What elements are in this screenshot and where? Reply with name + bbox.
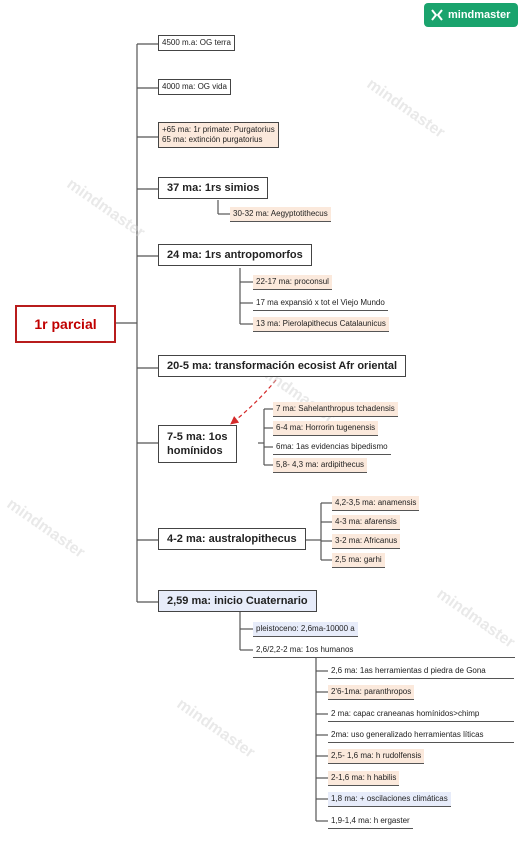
sub-capac-craneanas[interactable]: 2 ma: capac craneanas homínidos>chimp — [328, 707, 514, 722]
logo-text: mindmaster — [448, 9, 511, 21]
sub-ardipithecus[interactable]: 5,8- 4,3 ma: ardipithecus — [273, 458, 368, 473]
topic-og-terra[interactable]: 4500 m.a: OG terra — [158, 35, 235, 51]
sub-sahelanthropus[interactable]: 7 ma: Sahelanthropus tchadensis — [273, 402, 398, 417]
topic-og-vida[interactable]: 4000 ma: OG vida — [158, 79, 231, 95]
sub-proconsul[interactable]: 22-17 ma: proconsul — [253, 275, 332, 290]
topic-australopithecus[interactable]: 4-2 ma: australopithecus — [158, 528, 306, 550]
relation-arrow — [230, 379, 277, 425]
sub-oscilaciones[interactable]: 1,8 ma: + oscilaciones climáticas — [328, 792, 451, 807]
sub-1os-humanos[interactable]: 2,6/2,2-2 ma: 1os humanos — [253, 643, 515, 658]
topic-hominidos[interactable]: 7-5 ma: 1os homínidos — [158, 425, 237, 463]
sub-habilis[interactable]: 2-1,6 ma: h habilis — [328, 771, 400, 786]
sub-horrorin[interactable]: 6-4 ma: Horrorin tugenensis — [273, 421, 379, 436]
sub-pleistoceno[interactable]: pleistoceno: 2,6ma-10000 a — [253, 622, 358, 637]
sub-herramientas-gona[interactable]: 2,6 ma: 1as herramientas d piedra de Gon… — [328, 664, 514, 679]
sub-herramientas-liticas[interactable]: 2ma: uso generalizado herramientas lític… — [328, 728, 514, 743]
topic-transformacion[interactable]: 20-5 ma: transformación ecosist Afr orie… — [158, 355, 407, 377]
topic-cuaternario[interactable]: 2,59 ma: inicio Cuaternario — [158, 590, 317, 612]
topic-simios[interactable]: 37 ma: 1rs simios — [158, 177, 269, 199]
sub-pierolapithecus[interactable]: 13 ma: Pierolapithecus Catalaunicus — [253, 317, 389, 332]
sub-bipedismo[interactable]: 6ma: 1as evidencias bipedismo — [273, 440, 391, 455]
mindmaster-icon — [431, 9, 443, 21]
sub-africanus[interactable]: 3-2 ma: Africanus — [332, 534, 401, 549]
sub-garhi[interactable]: 2,5 ma: garhi — [332, 553, 385, 568]
sub-aegyptotithecus[interactable]: 30-32 ma: Aegyptotithecus — [230, 207, 331, 222]
topic-antropomorfos[interactable]: 24 ma: 1rs antropomorfos — [158, 244, 312, 266]
sub-afarensis[interactable]: 4-3 ma: afarensis — [332, 515, 400, 530]
sub-ergaster[interactable]: 1,9-1,4 ma: h ergaster — [328, 814, 413, 829]
sub-paranthropos[interactable]: 2'6-1ma: paranthropos — [328, 685, 415, 700]
sub-rudolfensis[interactable]: 2,5- 1,6 ma: h rudolfensis — [328, 749, 425, 764]
sub-expansion[interactable]: 17 ma expansió x tot el Viejo Mundo — [253, 296, 388, 311]
sub-anamensis[interactable]: 4,2-3,5 ma: anamensis — [332, 496, 420, 511]
mindmaster-logo: mindmaster — [424, 3, 518, 27]
topic-purgatorius[interactable]: +65 ma: 1r primate: Purgatorius 65 ma: e… — [158, 122, 279, 148]
root-node[interactable]: 1r parcial — [15, 305, 116, 343]
